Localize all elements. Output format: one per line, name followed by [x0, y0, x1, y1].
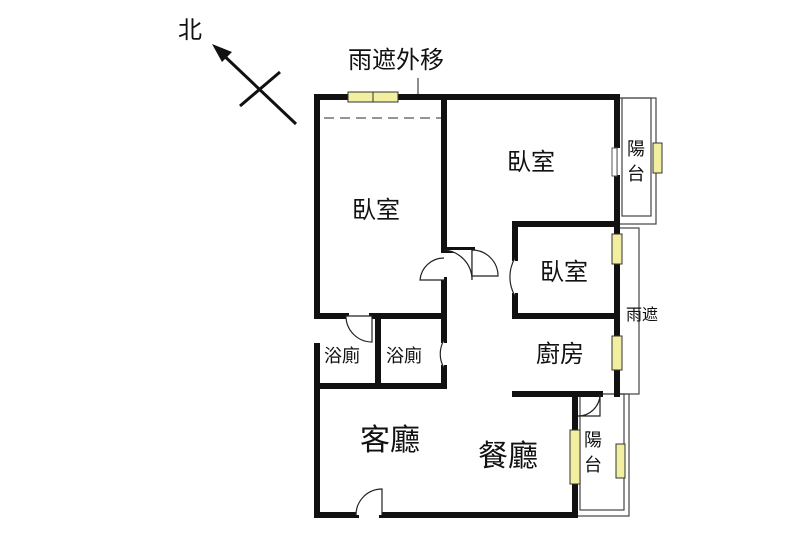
window-bedroom-small — [611, 233, 623, 265]
door-bedroom-small — [509, 257, 516, 297]
room-bedroom-small: 臥室 — [540, 258, 588, 286]
room-balcony-top: 陽 台 — [627, 139, 645, 185]
balcony-bottom-char-1: 陽 — [584, 430, 602, 451]
canopy-relocated-label: 雨遮外移 — [348, 46, 444, 74]
balcony-top-char-1: 陽 — [627, 139, 645, 160]
room-dining: 餐廳 — [478, 439, 538, 474]
door-bedroom-large-2 — [419, 257, 445, 281]
balcony-top-inner-outline — [621, 97, 652, 217]
room-bedroom-top-right: 臥室 — [507, 148, 555, 176]
windows — [347, 91, 663, 485]
room-canopy: 雨遮 — [626, 305, 658, 324]
room-bath-left: 浴廁 — [324, 345, 360, 367]
window-dining — [569, 429, 581, 485]
room-kitchen: 廚房 — [536, 340, 584, 368]
door-bedroom-large — [443, 249, 473, 281]
window-kitchen — [611, 335, 623, 371]
window-balcony-bottom — [615, 443, 626, 479]
door-bath-right — [439, 339, 445, 369]
balcony-top-char-2: 台 — [627, 164, 645, 185]
balcony-top-opening — [611, 147, 618, 177]
doors — [345, 249, 601, 516]
compass-label: 北 — [178, 16, 202, 44]
room-balcony-bottom: 陽 台 — [584, 430, 602, 476]
room-living: 客廳 — [360, 423, 420, 458]
door-bath-left — [345, 315, 373, 343]
window-balcony-top — [652, 142, 663, 174]
door-balcony-bottom — [577, 393, 601, 417]
room-bedroom-large: 臥室 — [352, 196, 400, 224]
balcony-bottom-char-2: 台 — [584, 455, 602, 476]
north-arrow-icon — [212, 44, 298, 126]
room-bath-right: 浴廁 — [386, 345, 422, 367]
door-entrance — [355, 488, 383, 516]
balcony-top-outline — [616, 97, 657, 225]
door-bedroom-top-right — [471, 249, 499, 277]
